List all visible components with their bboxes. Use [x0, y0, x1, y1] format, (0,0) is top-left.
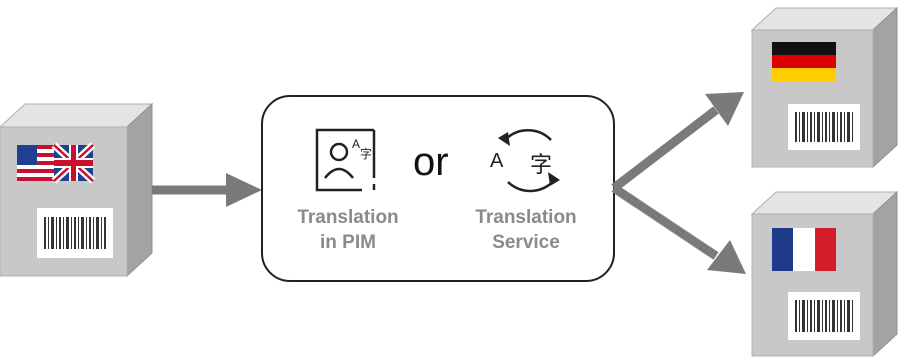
service-a-glyph: A: [490, 150, 504, 172]
pim-char-glyph: 字: [360, 146, 372, 161]
service-label-line2: Service: [492, 232, 560, 253]
pim-option-label: Translation in PIM: [288, 205, 408, 255]
barcode-label: [37, 208, 113, 258]
barcode-label: [788, 104, 860, 150]
service-char-glyph: 字: [530, 153, 552, 178]
barcode-label: [788, 292, 860, 340]
uk-us-flag-icon: [17, 142, 96, 184]
arrow-to-french: [611, 184, 746, 274]
germany-flag-icon: [772, 42, 836, 81]
source-product-box: [0, 102, 154, 278]
pim-a-glyph: A: [352, 137, 360, 151]
french-product-box: [750, 190, 899, 358]
translate-sync-icon: [498, 129, 560, 193]
german-product-box: [750, 6, 899, 169]
pim-label-line1: Translation: [297, 207, 399, 228]
translate-document-icon: [315, 128, 376, 192]
or-connector: or: [413, 140, 449, 184]
service-label-line1: Translation: [475, 207, 577, 228]
france-flag-icon: [772, 228, 836, 271]
arrow-to-german: [611, 92, 744, 192]
service-option-label: Translation Service: [464, 205, 588, 255]
pim-label-line2: in PIM: [320, 232, 376, 253]
arrow-to-translation: [152, 173, 262, 207]
